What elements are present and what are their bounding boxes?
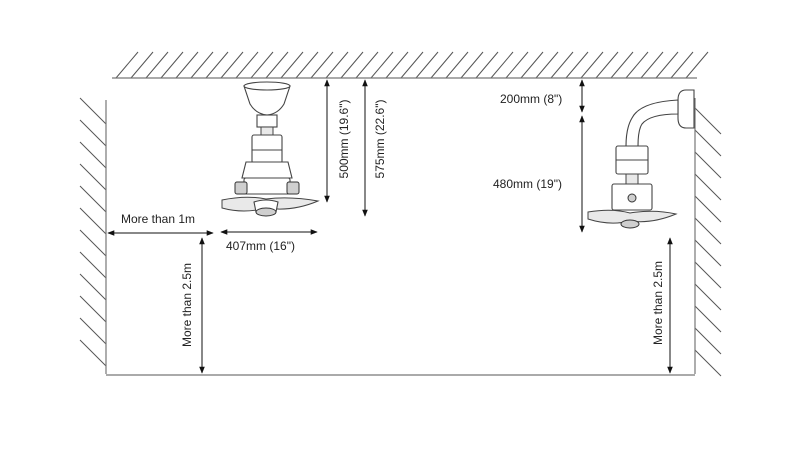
hatch-stroke [694, 283, 722, 311]
hatch-stroke [79, 119, 107, 147]
label-side-clearance: More than 1m [121, 212, 195, 226]
hatch-stroke [475, 51, 499, 79]
label-500mm: 500mm (19.6") [337, 100, 351, 179]
wall-fan-illustration [587, 89, 695, 229]
ceiling-hatch [115, 51, 709, 79]
hatch-stroke [115, 51, 139, 79]
ceiling-fan-illustration [221, 81, 320, 217]
hatch-stroke [79, 185, 107, 213]
hatch-stroke [694, 349, 722, 377]
hatch-stroke [565, 51, 589, 79]
hatch-stroke [79, 141, 107, 169]
hatch-stroke [415, 51, 439, 79]
hatch-stroke [295, 51, 319, 79]
hatch-stroke [79, 163, 107, 191]
hatch-stroke [655, 51, 679, 79]
hatch-stroke [79, 317, 107, 345]
label-575mm: 575mm (22.6") [373, 100, 387, 179]
hatch-stroke [625, 51, 649, 79]
hatch-stroke [694, 195, 722, 223]
hatch-stroke [505, 51, 529, 79]
hatch-stroke [694, 327, 722, 355]
label-480mm: 480mm (19") [493, 177, 562, 191]
hatch-stroke [445, 51, 469, 79]
hatch-stroke [265, 51, 289, 79]
hatch-stroke [175, 51, 199, 79]
hatch-stroke [550, 51, 574, 79]
hatch-stroke [694, 129, 722, 157]
label-height-right: More than 2.5m [651, 261, 665, 345]
label-200mm: 200mm (8") [500, 92, 562, 106]
hatch-stroke [160, 51, 184, 79]
hatch-stroke [694, 217, 722, 245]
hatch-stroke [694, 151, 722, 179]
label-height-left: More than 2.5m [180, 263, 194, 347]
hatch-stroke [220, 51, 244, 79]
hatch-stroke [694, 107, 722, 135]
hatch-stroke [490, 51, 514, 79]
hatch-stroke [400, 51, 424, 79]
hatch-stroke [460, 51, 484, 79]
hatch-stroke [385, 51, 409, 79]
hatch-stroke [190, 51, 214, 79]
hatch-stroke [79, 295, 107, 323]
hatch-stroke [280, 51, 304, 79]
label-blade-span: 407mm (16") [226, 239, 295, 253]
hatch-stroke [694, 173, 722, 201]
hatch-stroke [79, 251, 107, 279]
hatch-stroke [694, 239, 722, 267]
hatch-stroke [595, 51, 619, 79]
hatch-stroke [694, 305, 722, 333]
hatch-stroke [310, 51, 334, 79]
hatch-stroke [250, 51, 274, 79]
hatch-stroke [580, 51, 604, 79]
left-wall-hatch [79, 97, 107, 367]
right-wall-hatch [694, 107, 722, 377]
hatch-stroke [340, 51, 364, 79]
hatch-stroke [79, 207, 107, 235]
hatch-stroke [694, 261, 722, 289]
hatch-stroke [355, 51, 379, 79]
hatch-stroke [79, 229, 107, 257]
hatch-stroke [205, 51, 229, 79]
hatch-stroke [430, 51, 454, 79]
hatch-stroke [685, 51, 709, 79]
hatch-stroke [79, 97, 107, 125]
hatch-stroke [235, 51, 259, 79]
hatch-stroke [535, 51, 559, 79]
hatch-stroke [670, 51, 694, 79]
hatch-stroke [145, 51, 169, 79]
hatch-stroke [325, 51, 349, 79]
hatch-stroke [79, 339, 107, 367]
hatch-stroke [520, 51, 544, 79]
hatch-stroke [79, 273, 107, 301]
hatch-stroke [610, 51, 634, 79]
hatch-stroke [370, 51, 394, 79]
hatch-stroke [130, 51, 154, 79]
hatch-stroke [640, 51, 664, 79]
